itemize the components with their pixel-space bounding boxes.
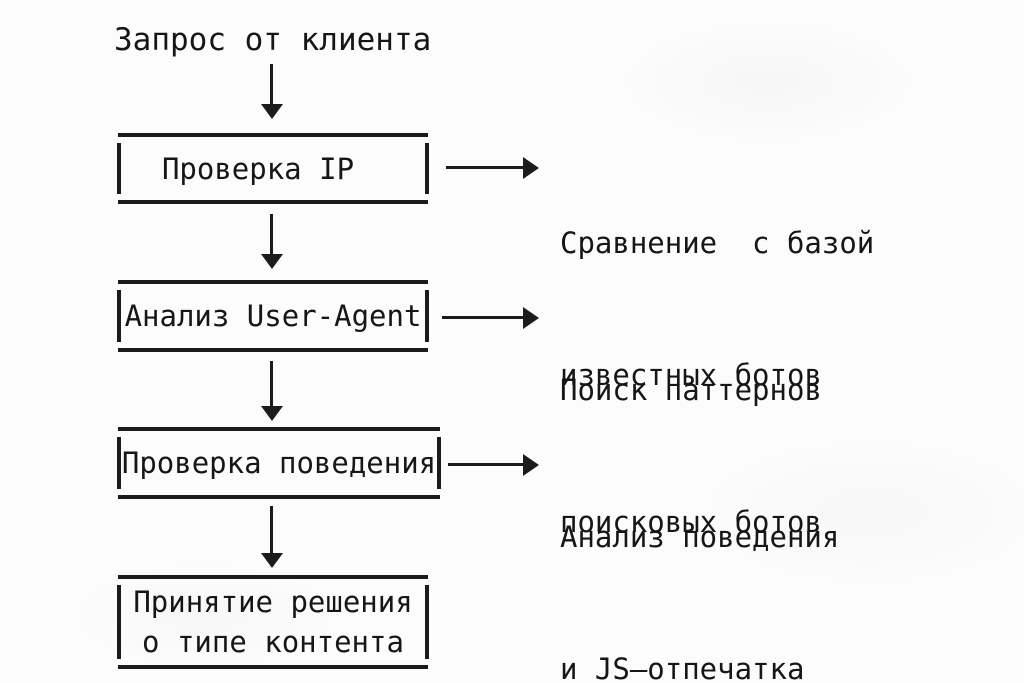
box-border	[118, 575, 428, 579]
annotation-known-bots: Сравнение с базой известных ботов	[560, 133, 874, 485]
box-border	[437, 437, 441, 489]
box-border	[117, 143, 121, 194]
step-box-label: Анализ User-Agent	[124, 299, 422, 333]
box-border	[117, 437, 121, 489]
right-arrow-icon	[442, 316, 524, 319]
down-arrow-icon	[270, 64, 273, 105]
step-box-behavior-check: Проверка поведения	[117, 427, 441, 499]
step-box-label: Принятие решения о типе контента	[121, 579, 425, 665]
annotation-line: поисковых ботов	[560, 505, 822, 539]
down-arrow-icon	[270, 506, 273, 554]
box-border	[425, 143, 429, 194]
annotation-line: Поиск паттернов	[560, 373, 822, 407]
annotation-line: и JS—отпечатка	[560, 652, 805, 683]
annotation-js-fingerprint: Анализ поведения и JS—отпечатка	[560, 427, 839, 683]
flow-start-label: Запрос от клиента	[114, 22, 432, 58]
step-box-line: о типе контента	[142, 625, 404, 659]
annotation-line: Сравнение с базой	[560, 226, 875, 260]
annotation-line: Анализ поведения	[560, 520, 840, 554]
box-border	[118, 495, 440, 499]
box-border	[118, 348, 428, 352]
box-border	[425, 585, 429, 659]
step-box-content-decision: Принятие решения о типе контента	[117, 575, 429, 669]
box-border	[118, 200, 428, 204]
box-border	[118, 133, 428, 137]
box-border	[118, 427, 440, 431]
right-arrow-icon	[448, 463, 524, 466]
box-border	[117, 290, 121, 342]
right-arrow-icon	[446, 166, 524, 169]
step-box-line: Принятие решения	[133, 585, 413, 619]
step-box-label: Проверка IP	[161, 151, 355, 186]
step-box-ip-check: Проверка IP	[117, 133, 429, 204]
annotation-search-bot-patterns: Поиск паттернов поисковых ботов	[560, 280, 822, 632]
box-border	[425, 290, 429, 342]
down-arrow-icon	[270, 361, 273, 407]
step-box-label: Проверка поведения	[121, 446, 437, 480]
step-box-user-agent: Анализ User-Agent	[117, 280, 429, 352]
box-border	[117, 585, 121, 659]
annotation-line: известных ботов	[560, 358, 822, 392]
down-arrow-icon	[270, 214, 273, 255]
box-border	[118, 665, 428, 669]
box-border	[118, 280, 428, 284]
